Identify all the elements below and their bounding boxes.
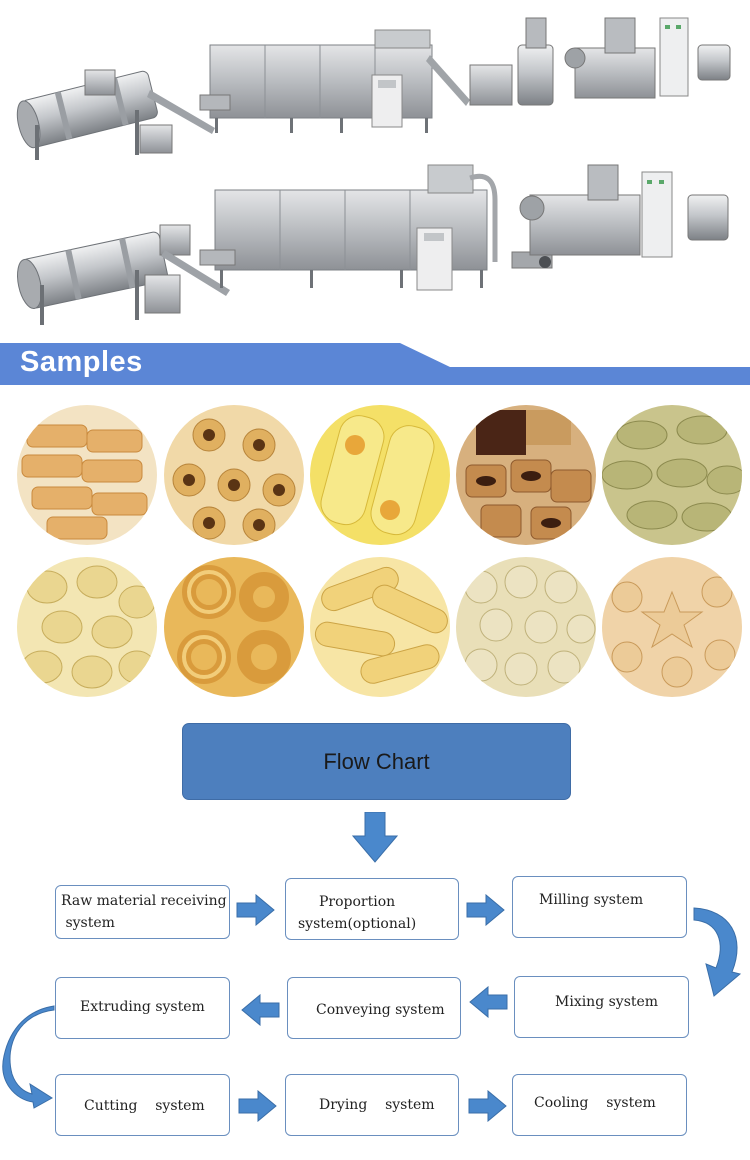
step-label: Raw material receiving system (61, 893, 227, 931)
samples-title: Samples (20, 346, 143, 378)
flow-chart-header: Flow Chart (182, 723, 571, 800)
step-label: Cooling system (534, 1095, 656, 1111)
right-arrow-icon (238, 1090, 277, 1122)
step-label: Extruding system (80, 999, 205, 1015)
step-label: Cutting system (84, 1098, 205, 1114)
sample-stars (602, 557, 742, 697)
samples-grid (0, 400, 750, 700)
sample-rings (164, 557, 304, 697)
left-arrow-icon (469, 986, 508, 1018)
right-arrow-icon (466, 894, 505, 926)
step-label: Drying system (319, 1097, 435, 1113)
production-line-bottom (17, 164, 729, 325)
right-arrow-icon (468, 1090, 507, 1122)
step-milling-system: Milling system (512, 876, 687, 938)
step-conveying-system: Conveying system (287, 977, 461, 1039)
step-cooling-system: Cooling system (512, 1074, 687, 1136)
step-label: Milling system (539, 892, 644, 908)
left-arrow-icon (241, 994, 280, 1026)
production-line-photos (0, 0, 750, 340)
sample-pillow-bars (17, 405, 157, 545)
step-label: Mixing system (555, 994, 659, 1010)
sample-balls (456, 557, 596, 697)
flow-chart-title: Flow Chart (323, 748, 430, 774)
down-arrow-icon (352, 812, 398, 863)
step-drying-system: Drying system (285, 1074, 459, 1136)
step-raw-material-receiving: Raw material receiving system (55, 885, 230, 939)
step-label: Proportion system(optional) (298, 894, 417, 932)
curved-arrow-down-right-icon (693, 907, 742, 997)
step-label: Conveying system (316, 1002, 445, 1018)
curved-arrow-down-left-icon (2, 1005, 55, 1109)
sample-shell-puffs (17, 557, 157, 697)
step-proportion-system: Proportion system(optional) (285, 878, 459, 940)
step-mixing-system: Mixing system (514, 976, 689, 1038)
samples-banner: Samples (0, 343, 750, 385)
step-cutting-system: Cutting system (55, 1074, 230, 1136)
sample-sticks (310, 557, 450, 697)
sample-green-pillows (602, 405, 742, 545)
production-line-top (16, 17, 731, 160)
sample-chocolate-pillows (456, 405, 596, 545)
sample-filled-tubes (164, 405, 304, 545)
right-arrow-icon (236, 894, 275, 926)
step-extruding-system: Extruding system (55, 977, 230, 1039)
sample-core-puffs (310, 405, 450, 545)
